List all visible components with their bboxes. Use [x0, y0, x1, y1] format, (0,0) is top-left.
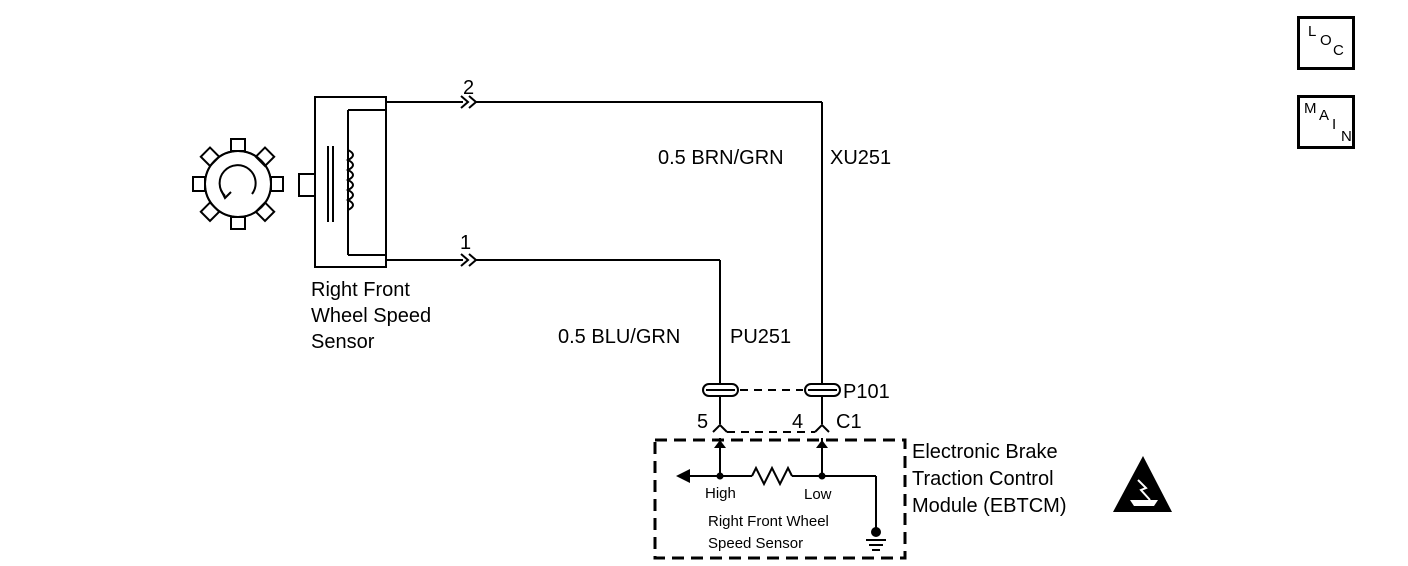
loc-button[interactable]: L O C: [1297, 16, 1355, 70]
loc-letter-o: O: [1320, 32, 1332, 49]
wire-pu251: [386, 253, 721, 384]
main-letter-i: I: [1332, 116, 1337, 133]
esd-warning-icon: [1113, 456, 1172, 512]
wire-top-circuit: XU251: [830, 147, 891, 169]
pin-1-label: 1: [460, 232, 471, 254]
internal-sensor-circuit: [676, 438, 886, 551]
main-letter-n: N: [1341, 128, 1352, 145]
loc-letter-c: C: [1333, 42, 1344, 59]
wire-bottom-color: 0.5 BLU/GRN: [558, 326, 680, 348]
sensor-label-line2: Wheel Speed: [311, 305, 431, 327]
module-name-line1: Electronic Brake: [912, 441, 1058, 463]
connector-p101: [702, 383, 841, 433]
connector-id: C1: [836, 411, 862, 433]
cavity-5-label: 5: [697, 411, 708, 433]
wire-xu251: [386, 95, 823, 384]
main-letter-a: A: [1319, 107, 1330, 124]
wheel-speed-sensor-symbol: [298, 96, 387, 268]
cavity-4-label: 4: [792, 411, 803, 433]
main-button[interactable]: M A I N: [1297, 95, 1355, 149]
wire-top-color: 0.5 BRN/GRN: [658, 147, 784, 169]
inner-sensor-label-line1: Right Front Wheel: [708, 513, 829, 530]
connector-name: P101: [843, 381, 890, 403]
ebtcm-module-box: [653, 438, 907, 560]
loc-letter-l: L: [1308, 23, 1317, 40]
high-label: High: [705, 485, 736, 502]
low-label: Low: [804, 486, 832, 503]
sensor-label-line1: Right Front: [311, 279, 410, 301]
sensor-label-line3: Sensor: [311, 331, 375, 353]
tone-wheel-icon: [192, 138, 284, 230]
wire-bottom-circuit: PU251: [730, 326, 791, 348]
module-name-line2: Traction Control: [912, 468, 1054, 490]
pin-2-label: 2: [463, 77, 474, 99]
main-letter-m: M: [1304, 100, 1317, 117]
inner-sensor-label-line2: Speed Sensor: [708, 535, 803, 552]
module-name-line3: Module (EBTCM): [912, 495, 1066, 517]
